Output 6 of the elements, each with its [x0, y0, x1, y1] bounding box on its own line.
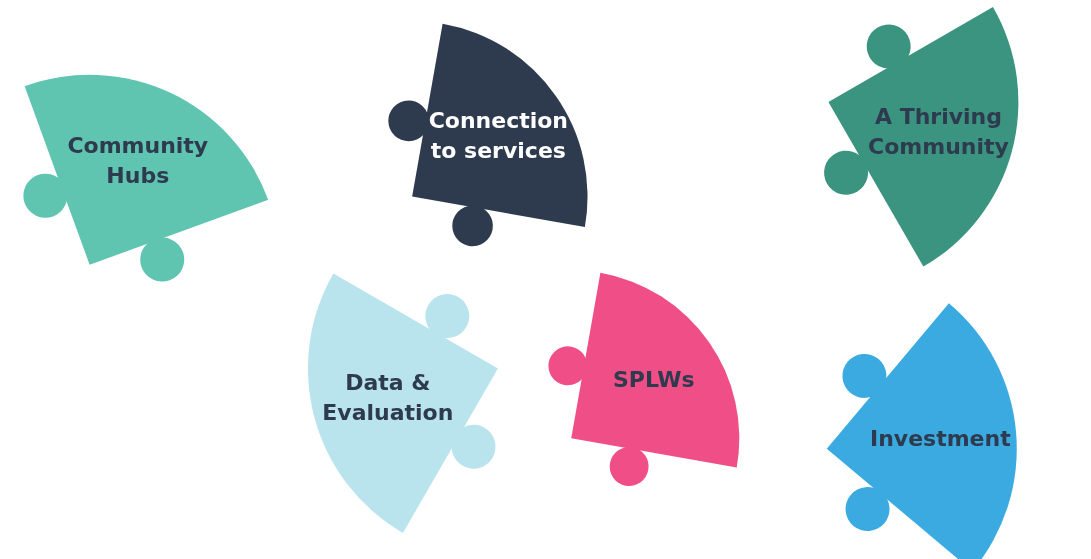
piece-label: Investment: [868, 424, 1012, 453]
piece-label: Connection to services: [427, 107, 570, 166]
piece-label: SPLWs: [612, 366, 696, 395]
piece-label: Community Hubs: [66, 132, 210, 191]
piece-label: Data & Evaluation: [321, 368, 455, 427]
piece-label: A Thriving Community: [867, 102, 1010, 161]
